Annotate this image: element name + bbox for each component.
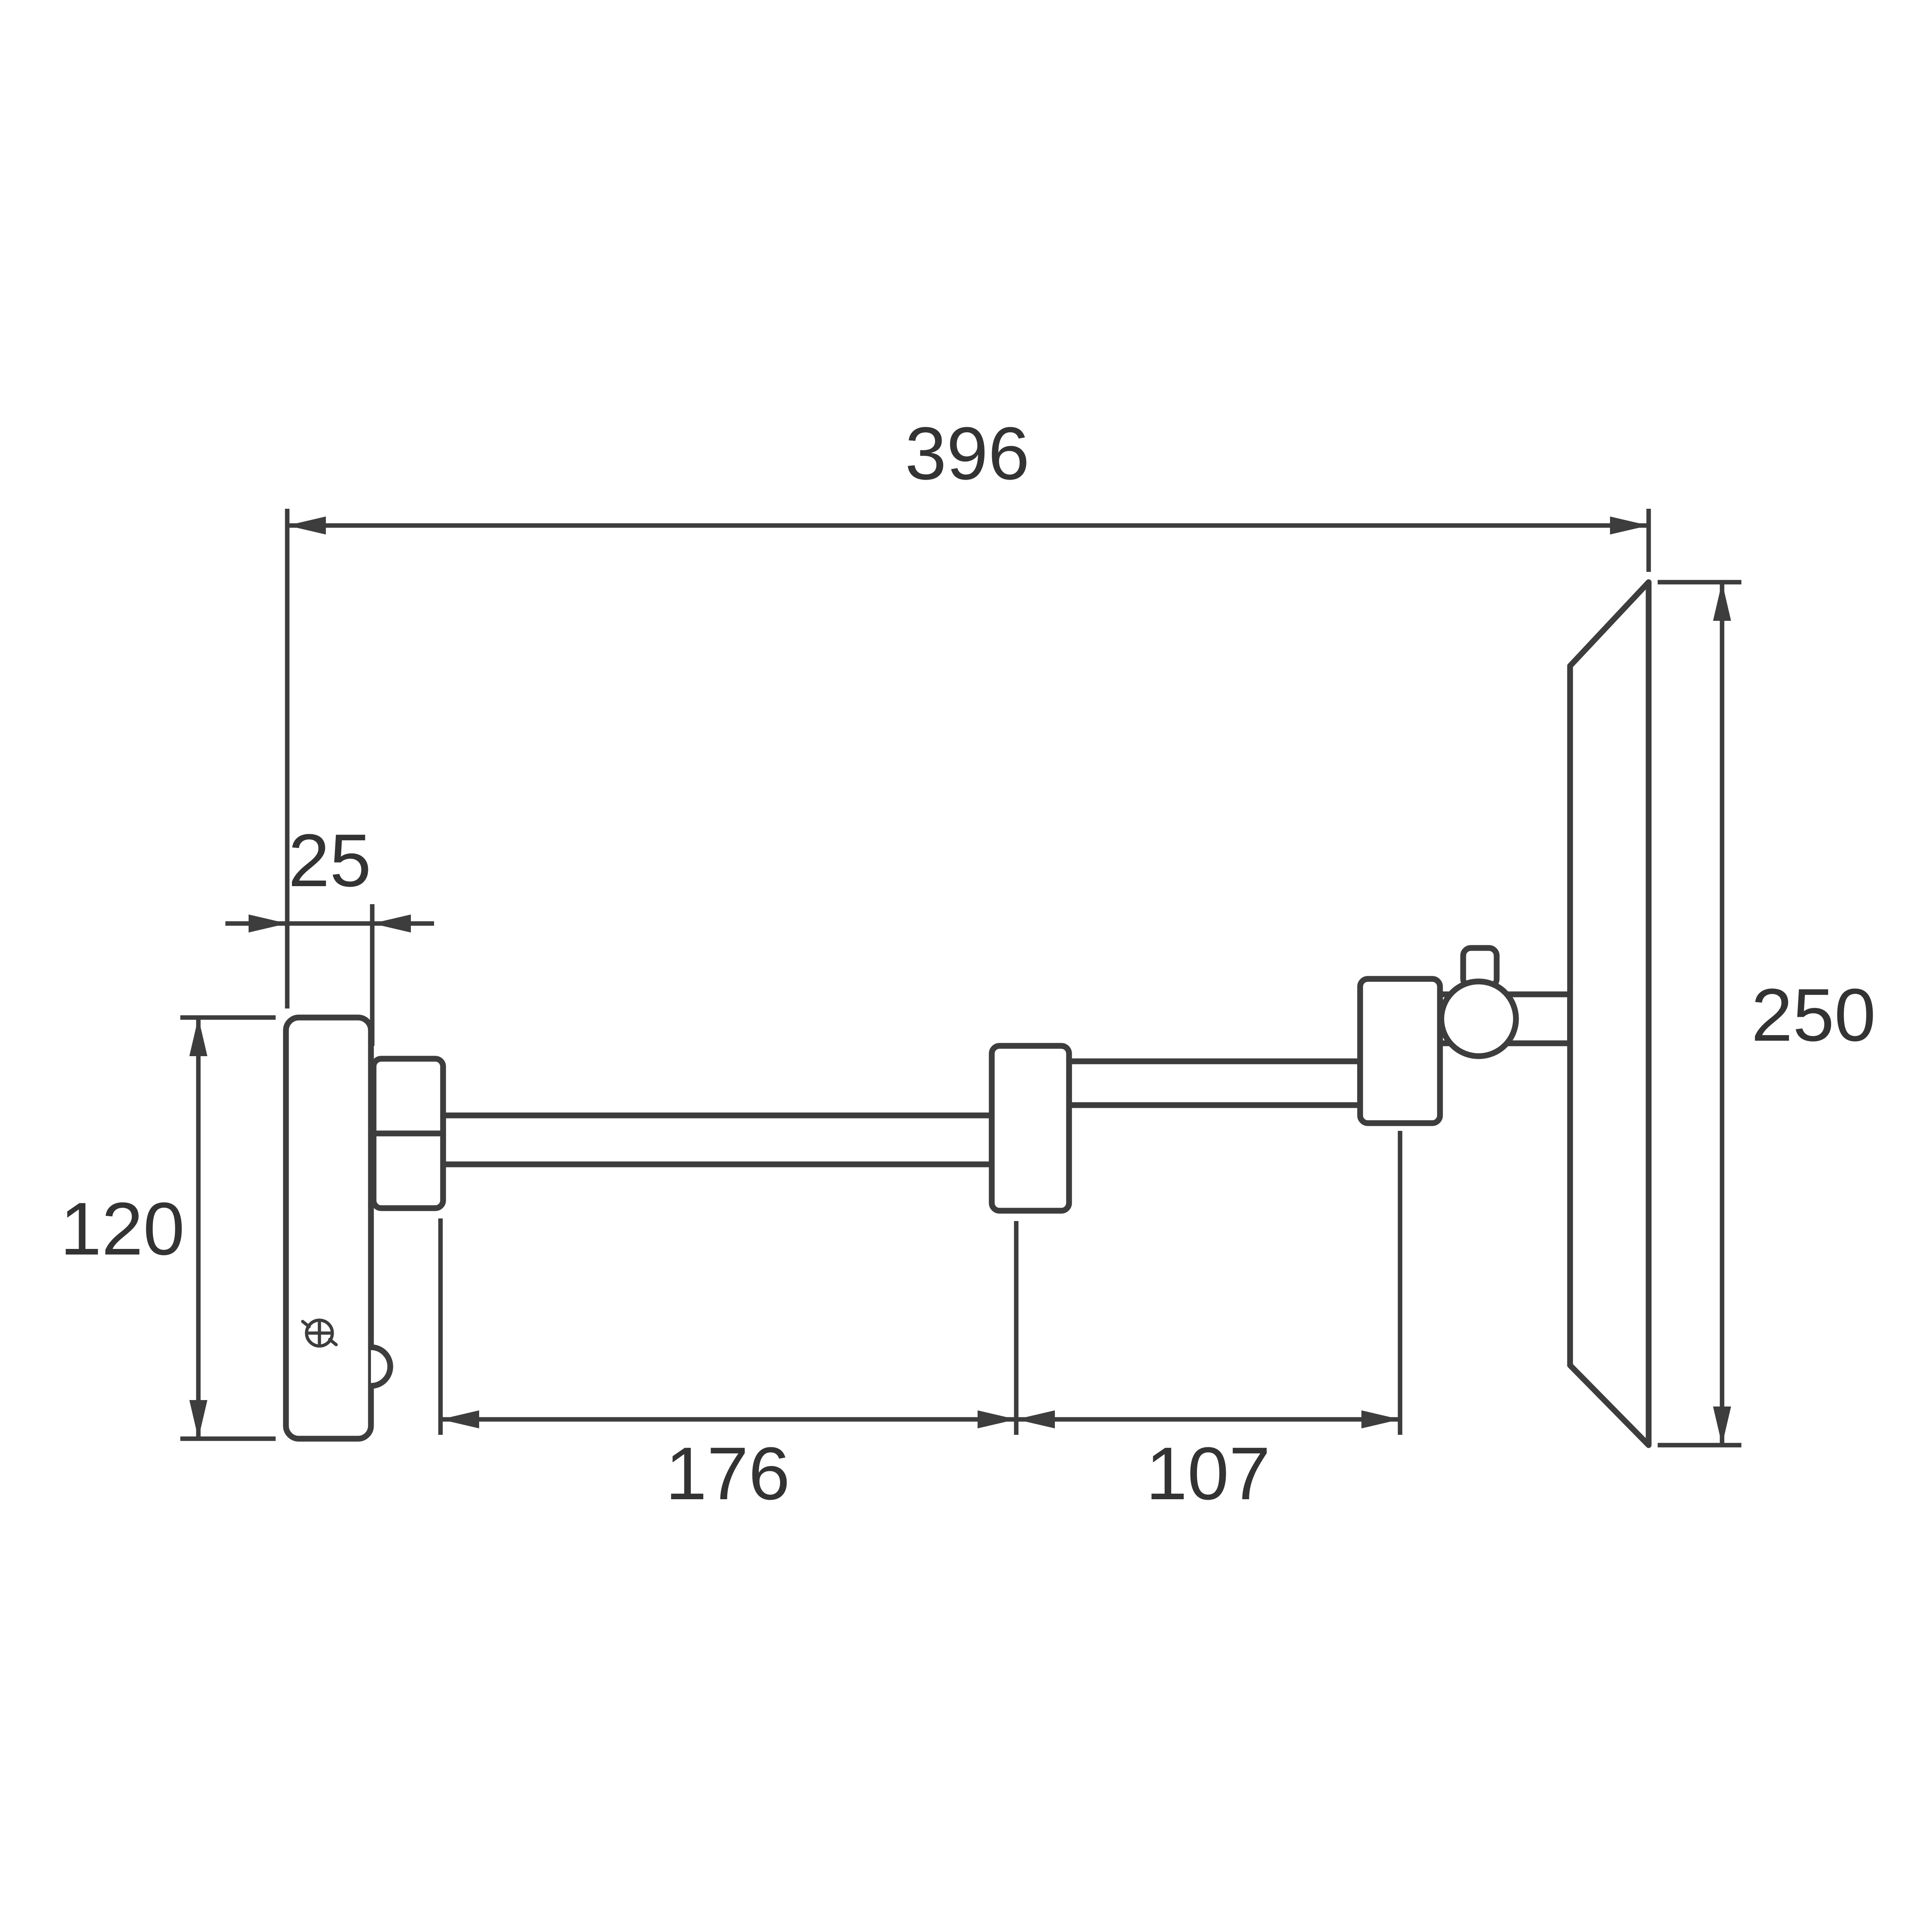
part-outlines: [283, 579, 1652, 1448]
arrow-arm1-right-icon: [978, 1410, 1016, 1428]
screw-tick-left: [301, 1320, 311, 1328]
arrow-arm2-left-icon: [1016, 1410, 1055, 1428]
mirror-pivot-joint: [1357, 976, 1443, 1126]
arrow-plate-height-bottom-icon: [189, 1400, 207, 1439]
arrow-plate-height-top-icon: [189, 1018, 207, 1056]
dim-label-arm-segment-2: 107: [1146, 1431, 1270, 1515]
wall-plate: [283, 1015, 374, 1442]
dim-label-plate-depth: 25: [288, 818, 371, 902]
arrow-overall-width-left-icon: [287, 516, 326, 535]
dimension-labels: 396 25 120 176 107 250: [60, 411, 1876, 1515]
arrow-mirror-height-bottom-icon: [1713, 1406, 1731, 1445]
cable-grommet: [368, 1344, 393, 1389]
dimension-arrows: [189, 516, 1731, 1445]
screw-detail: [301, 1318, 338, 1348]
arrow-mirror-height-top-icon: [1713, 582, 1731, 621]
elbow-joint: [989, 1043, 1072, 1214]
arrow-plate-depth-left-icon: [249, 914, 287, 933]
dimension-lines: [180, 509, 1741, 1448]
dim-label-plate-height: 120: [60, 1187, 185, 1270]
adjustment-knob: [1438, 978, 1519, 1059]
dim-label-overall-width: 396: [905, 411, 1030, 495]
arm-segment-2: [1066, 1058, 1363, 1108]
screw-tick-right: [328, 1338, 338, 1346]
dim-label-mirror-height: 250: [1751, 973, 1876, 1057]
arrow-plate-depth-right-icon: [372, 914, 411, 933]
arrow-arm1-left-icon: [440, 1410, 479, 1428]
dim-label-arm-segment-1: 176: [665, 1431, 790, 1515]
mirror-panel: [1567, 579, 1652, 1448]
arrow-overall-width-right-icon: [1610, 516, 1649, 535]
arm-segment-1: [440, 1112, 995, 1167]
arrow-arm2-right-icon: [1361, 1410, 1400, 1428]
